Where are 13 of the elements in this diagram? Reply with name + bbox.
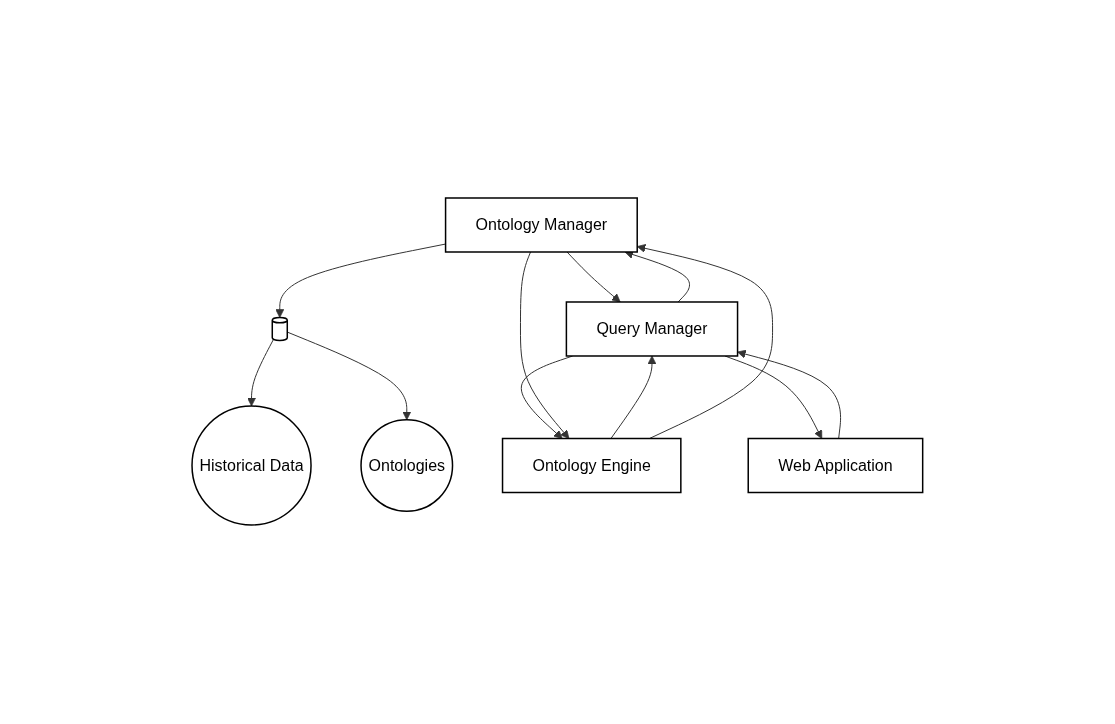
arrow bbox=[520, 252, 570, 440]
arrow bbox=[610, 356, 657, 440]
node-circle: Ontologies bbox=[360, 419, 454, 513]
arrow bbox=[247, 339, 275, 407]
node-cylinder bbox=[271, 317, 289, 342]
arrow bbox=[566, 252, 621, 303]
node-box: Ontology Engine bbox=[501, 438, 682, 494]
node-box: Ontology Manager bbox=[445, 197, 639, 254]
node-box: Query Manager bbox=[565, 301, 739, 358]
node-box: Web Application bbox=[747, 438, 924, 494]
arrow bbox=[737, 350, 842, 440]
node-circle: Historical Data bbox=[191, 405, 312, 527]
arrow bbox=[286, 332, 412, 421]
